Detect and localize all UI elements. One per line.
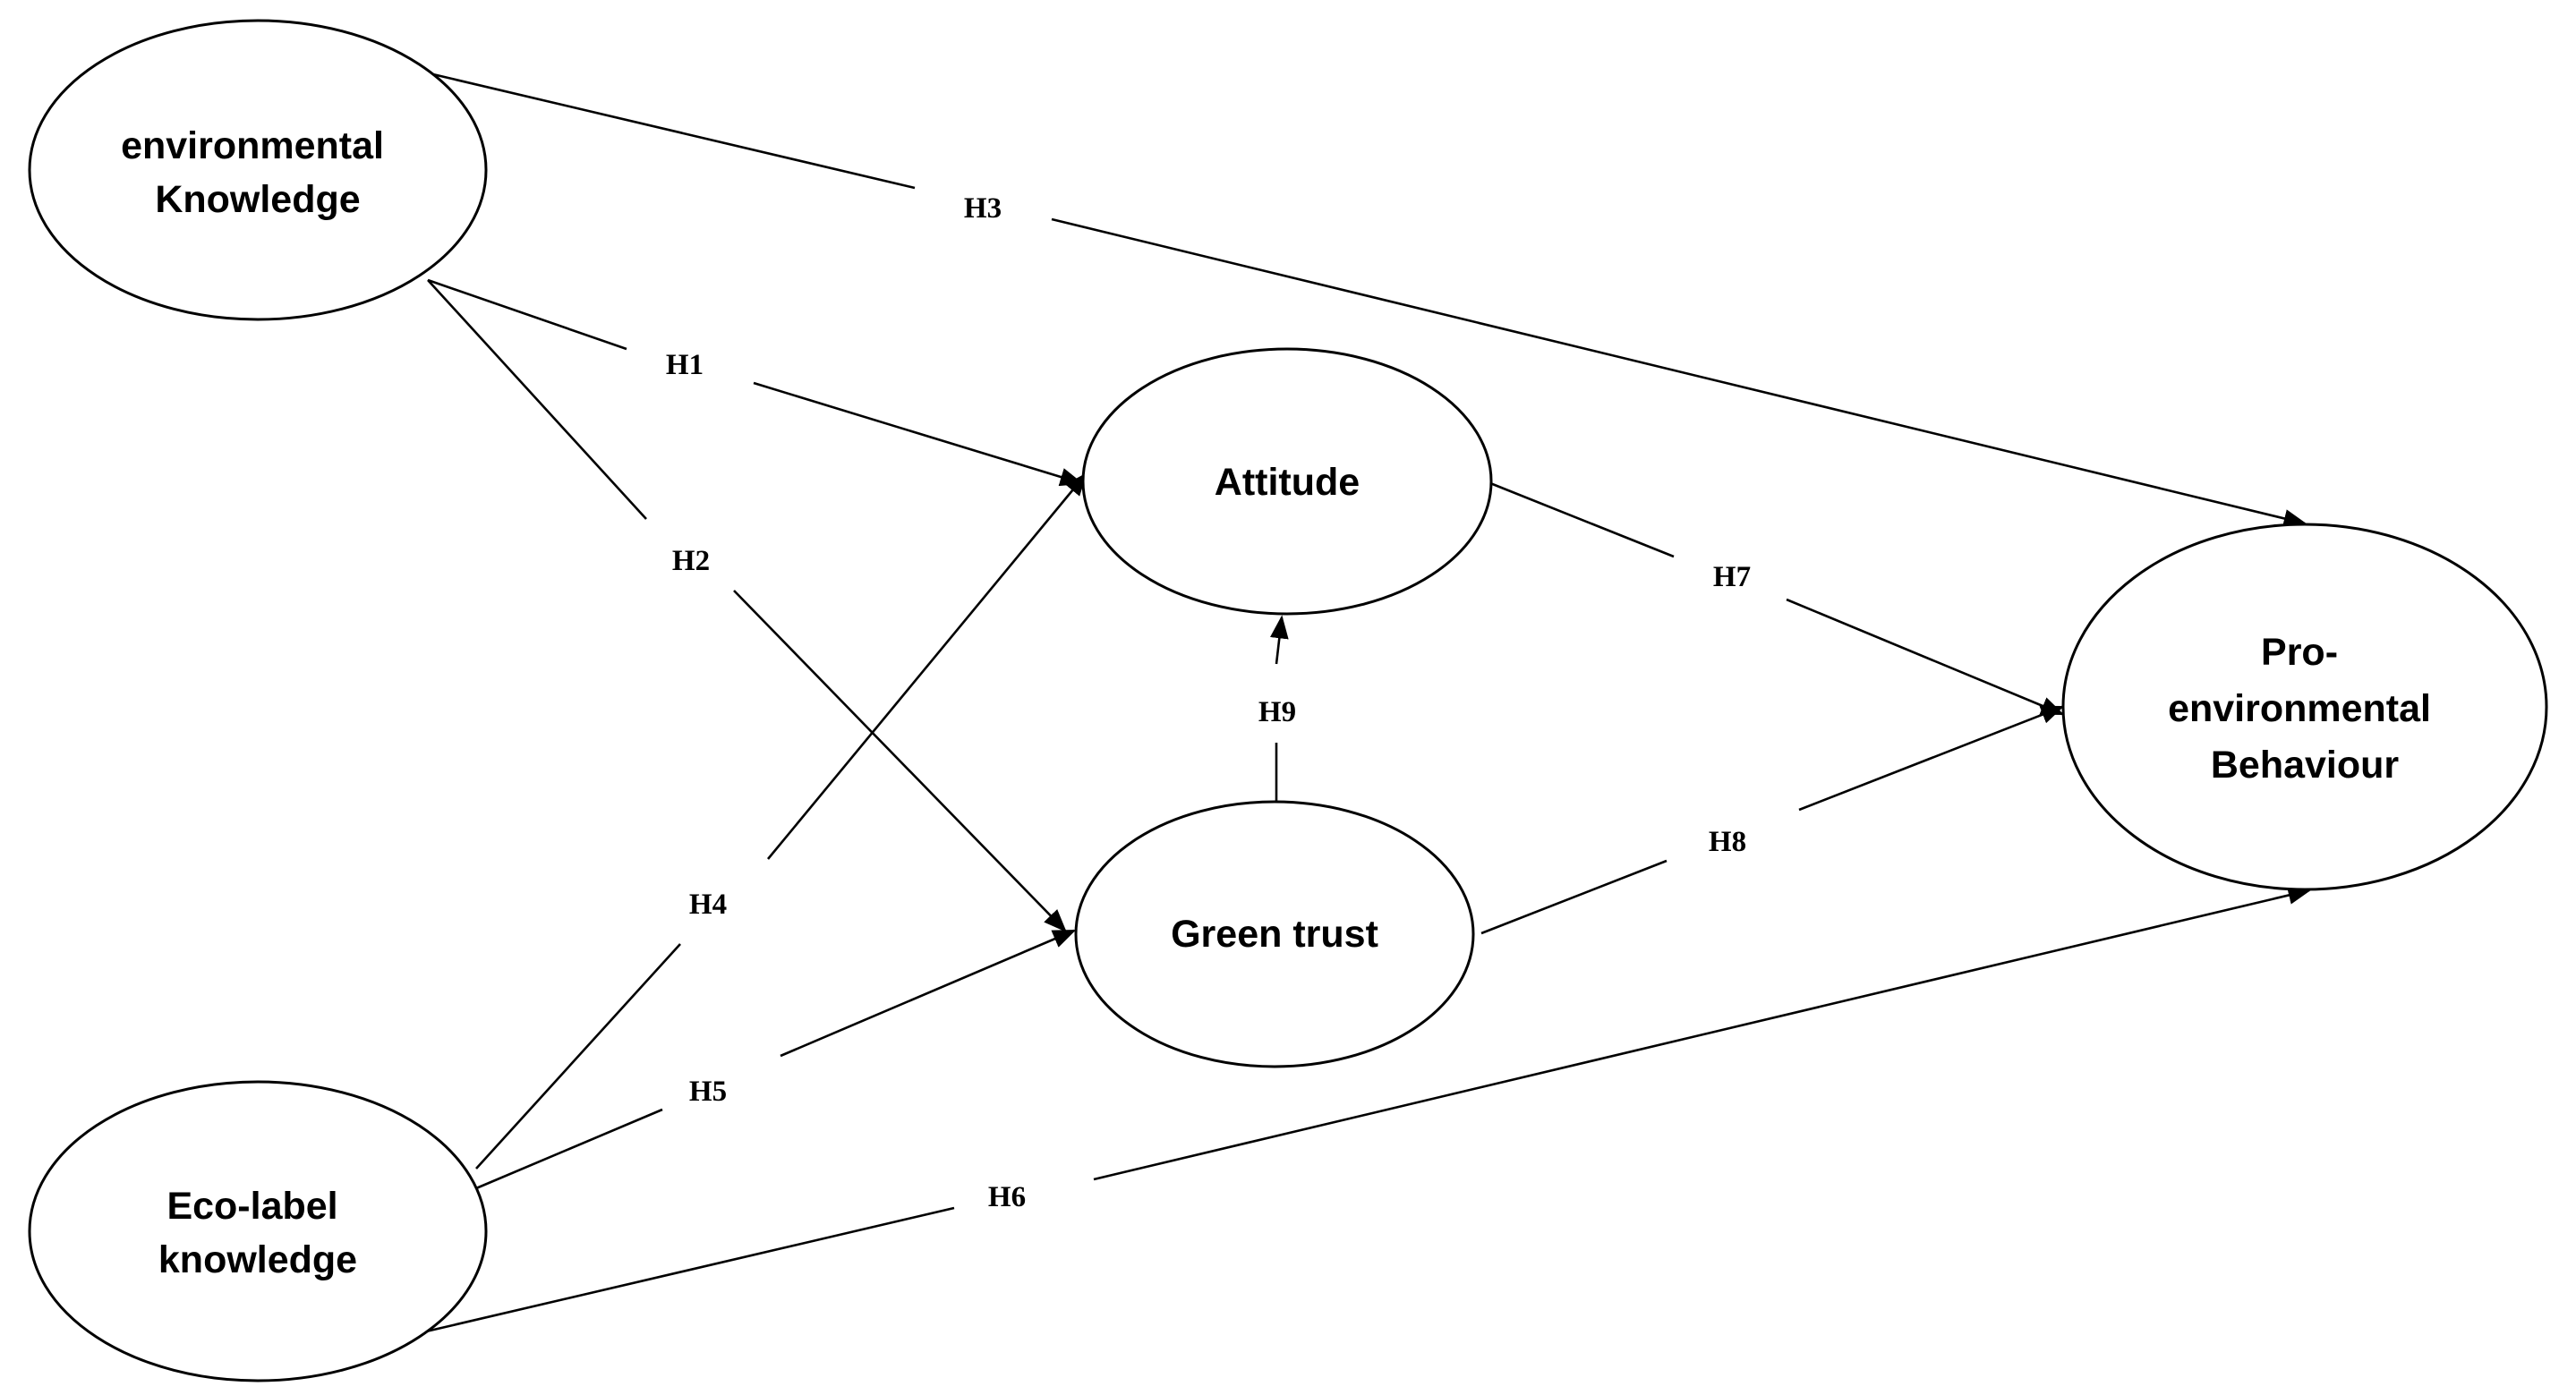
path-h8: H8: [1480, 705, 2065, 935]
path-h3-arrow: [1051, 217, 2307, 528]
construct-label-line: Pro-: [2261, 631, 2338, 674]
construct-attitude: Attitude: [1081, 347, 1493, 616]
construct-label-line: Knowledge: [155, 178, 360, 221]
path-h6: H6: [425, 886, 2312, 1333]
path-h9: H9: [1258, 615, 1296, 801]
path-h7: H7: [1489, 481, 2065, 716]
construct-label-line: Green trust: [1171, 913, 1378, 956]
construct-label-line: environmental: [121, 124, 384, 167]
path-h8-arrow: [1798, 705, 2065, 812]
path-h5-arrow: [780, 929, 1077, 1058]
hypothesis-label-h4: H4: [689, 889, 727, 921]
path-h4: H4: [475, 472, 1088, 1170]
construct-label: Eco-label knowledge: [158, 1185, 357, 1281]
construct-environmental-knowledge: environmental Knowledge: [28, 19, 488, 321]
path-h6-segment-start: [425, 1206, 955, 1333]
hypothesis-label-h9: H9: [1258, 696, 1296, 728]
hypothesis-label-h5: H5: [689, 1076, 727, 1108]
construct-pro-environmental-behaviour: Pro- environmental Behaviour: [2061, 523, 2548, 891]
path-h7-arrow: [1786, 598, 2065, 716]
path-h3: H3: [421, 70, 2307, 528]
hypothesis-label-h2: H2: [672, 545, 710, 577]
construct-ellipse: [1081, 347, 1493, 616]
construct-label: Green trust: [1171, 913, 1378, 956]
path-h1-arrow: [753, 381, 1084, 487]
construct-label-line: Eco-label: [166, 1185, 337, 1228]
hypothesis-label-h6: H6: [988, 1181, 1026, 1213]
path-h3-segment-start: [421, 70, 916, 190]
path-h5: H5: [475, 929, 1077, 1190]
path-h1: H1: [427, 278, 1084, 487]
construct-label: Pro- environmental Behaviour: [2168, 631, 2442, 787]
path-h9-arrow: [1269, 615, 1289, 665]
construct-label-line: knowledge: [158, 1238, 357, 1281]
construct-label-line: Attitude: [1215, 461, 1360, 504]
construct-label-line: Behaviour: [2211, 744, 2400, 787]
hypothesis-label-h3: H3: [964, 192, 1002, 225]
path-h4-arrow: [766, 472, 1088, 860]
path-h6-arrow: [1093, 886, 2312, 1181]
construct-ellipse: [28, 1080, 488, 1382]
path-h2: H2: [427, 279, 1067, 932]
hypothesis-label-h7: H7: [1713, 561, 1751, 593]
construct-ellipse: [2061, 523, 2548, 891]
construct-label: environmental Knowledge: [121, 124, 395, 221]
construct-ellipse: [28, 19, 488, 321]
hypothesis-label-h8: H8: [1709, 826, 1746, 858]
construct-ellipse: [1074, 800, 1475, 1068]
construct-eco-label-knowledge: Eco-label knowledge: [28, 1080, 488, 1382]
path-h4-segment-start: [475, 943, 681, 1170]
hypothesis-label-h1: H1: [666, 349, 704, 381]
path-h5-segment-start: [475, 1108, 663, 1190]
path-h7-segment-start: [1489, 481, 1675, 558]
construct-label: Attitude: [1215, 461, 1360, 504]
path-h8-segment-start: [1480, 859, 1668, 935]
path-h2-arrow: [733, 590, 1067, 932]
path-h1-segment-start: [427, 278, 627, 351]
construct-green-trust: Green trust: [1074, 800, 1475, 1068]
path-h2-segment-start: [427, 279, 647, 520]
construct-label-line: environmental: [2168, 687, 2431, 730]
